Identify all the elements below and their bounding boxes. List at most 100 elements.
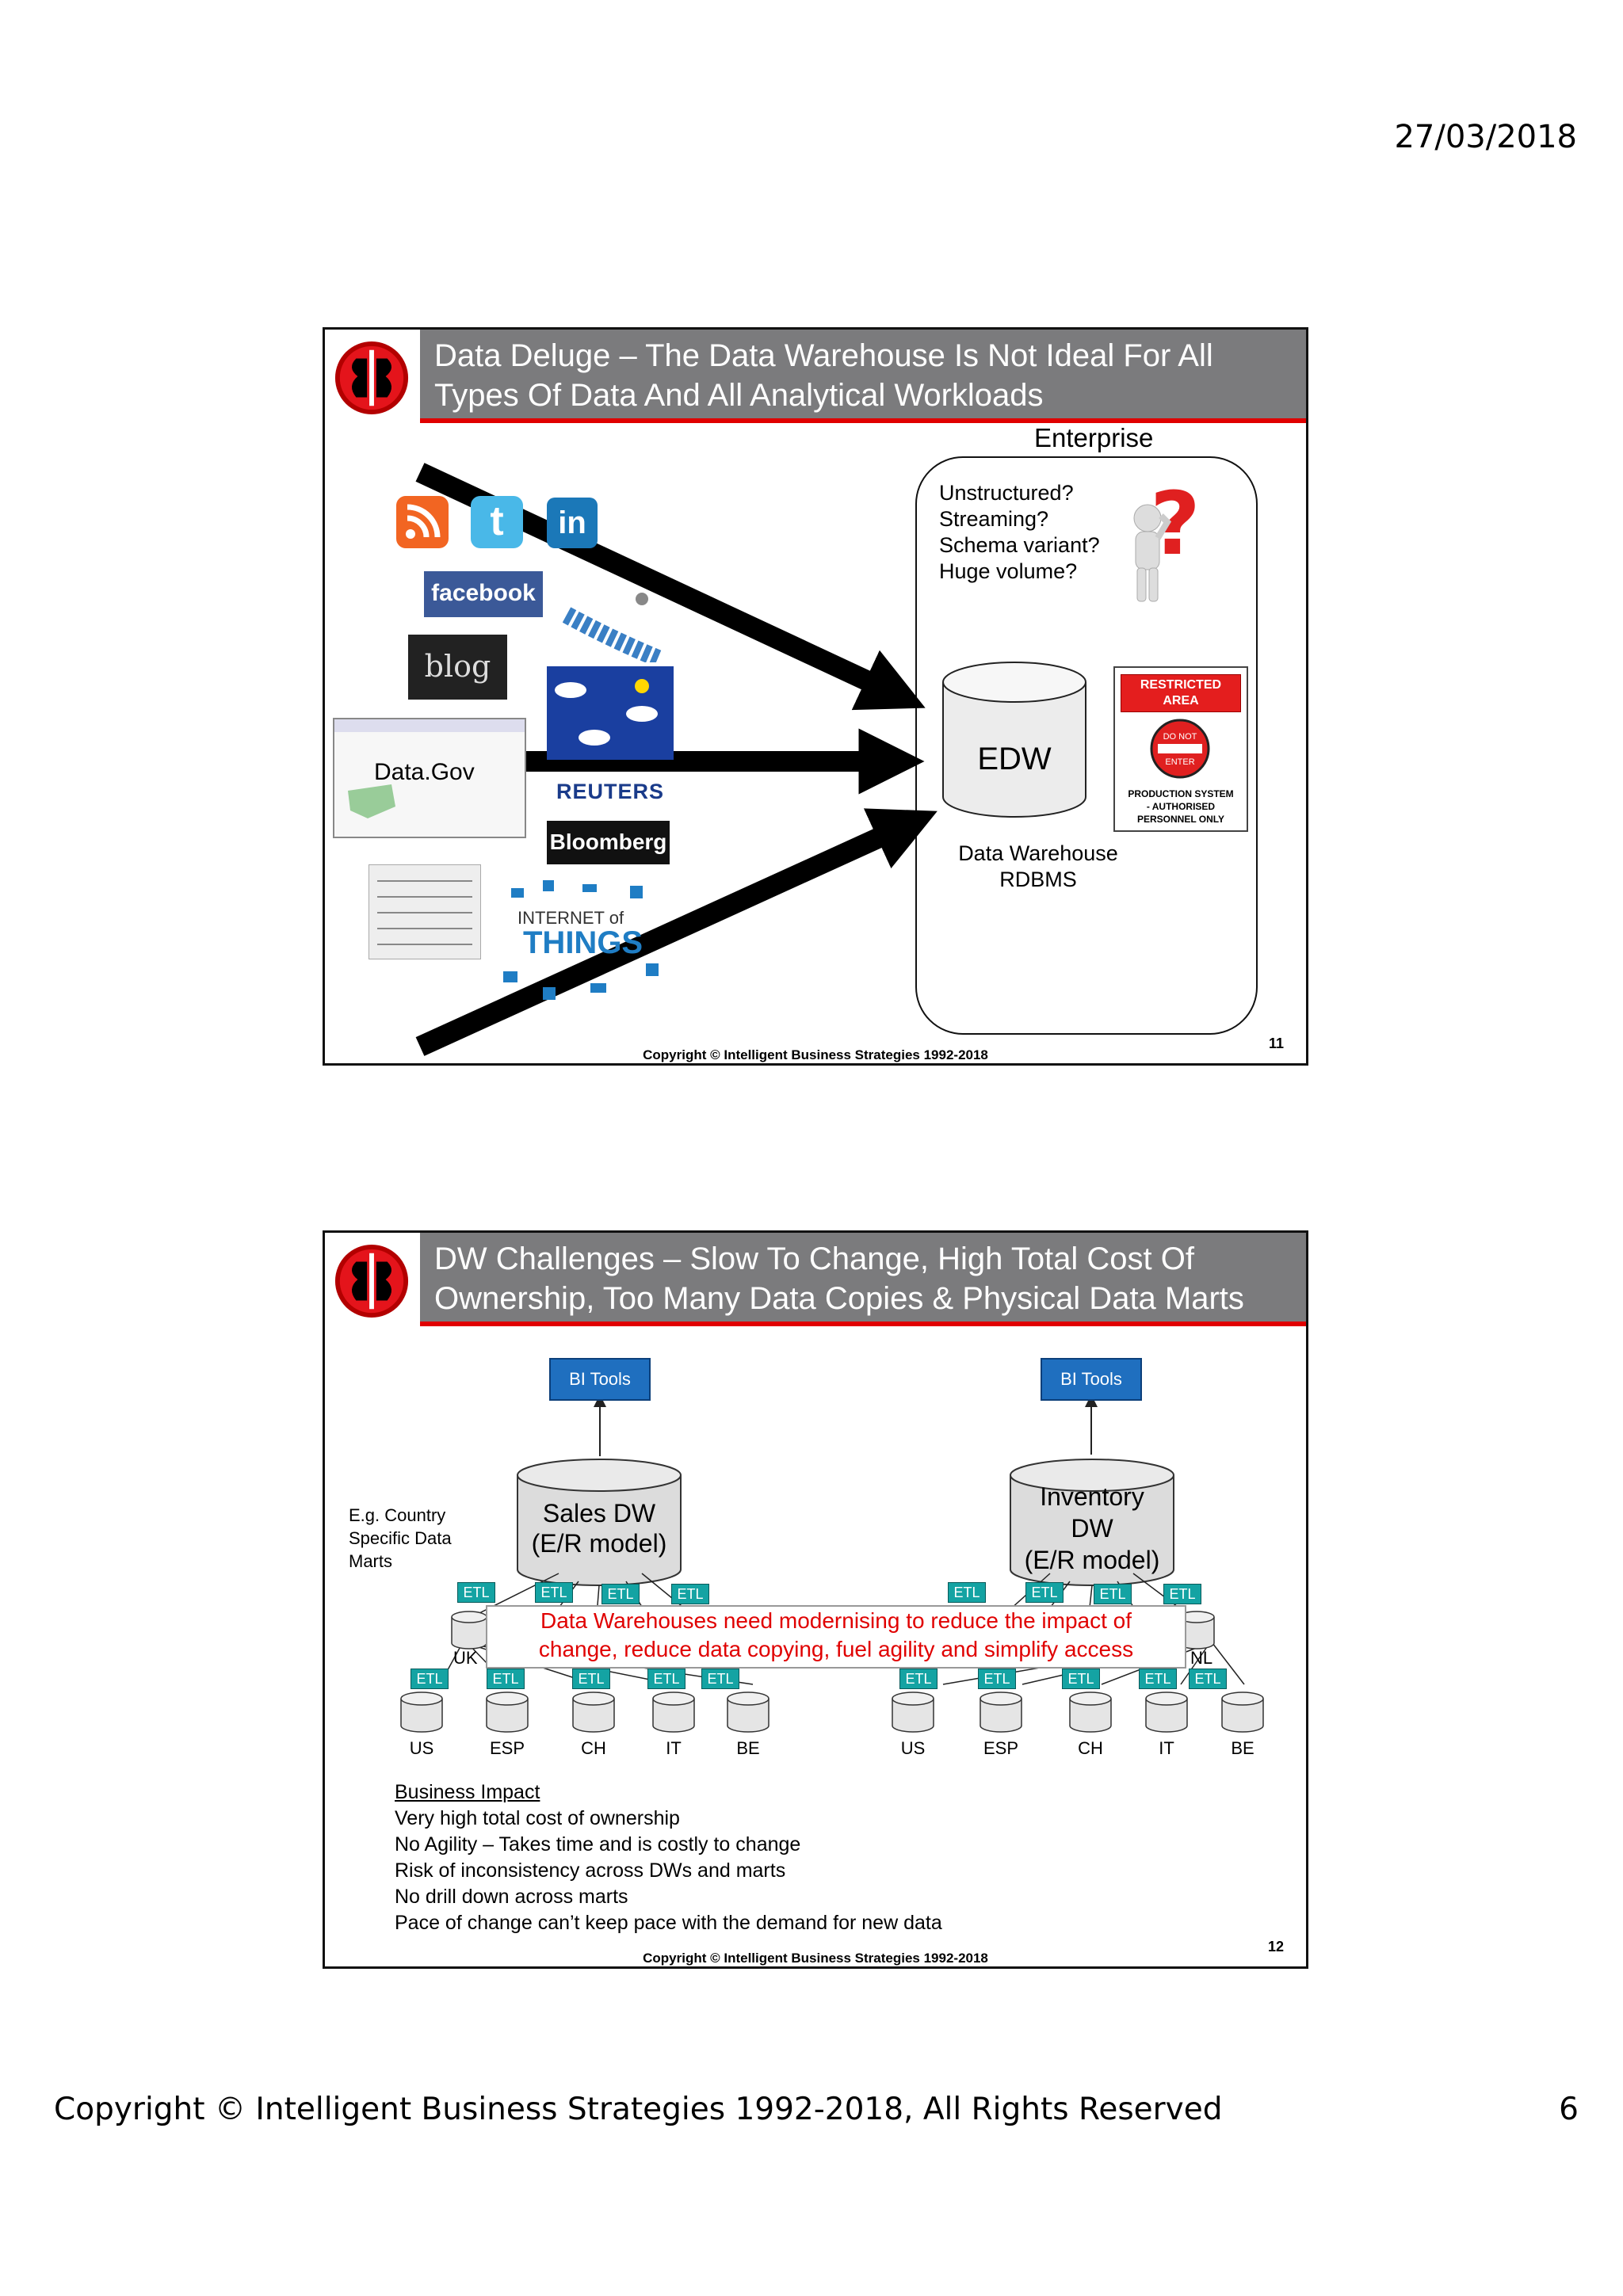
edw-database-icon xyxy=(942,662,1086,818)
linkedin-icon: in xyxy=(547,498,598,548)
slide-title-line: Data Deluge – The Data Warehouse Is Not … xyxy=(434,338,1213,373)
country-marts-note: E.g. Country Specific Data Marts xyxy=(349,1504,452,1573)
business-impact-item: Pace of change can’t keep pace with the … xyxy=(395,1912,942,1934)
inventory-dw-label-line: (E/R model) xyxy=(1024,1546,1160,1574)
bi-tools-box-sales: BI Tools xyxy=(549,1358,651,1401)
business-impact-list: Business Impact Very high total cost of … xyxy=(395,1779,942,1936)
slide-title-line: DW Challenges – Slow To Change, High Tot… xyxy=(434,1241,1195,1276)
etl-badge: ETL xyxy=(1062,1669,1100,1689)
sales-dw-label-line: Sales DW xyxy=(542,1499,656,1527)
blog-image: blog xyxy=(408,635,507,700)
bi-tools-box-inventory: BI Tools xyxy=(1041,1358,1142,1401)
etl-badge: ETL xyxy=(899,1669,938,1689)
country-marts-note-line: E.g. Country xyxy=(349,1505,446,1525)
etl-badge: ETL xyxy=(1189,1669,1227,1689)
slide-copyright: Copyright © Intelligent Business Strateg… xyxy=(643,1951,988,1966)
page-date: 27/03/2018 xyxy=(1394,119,1577,155)
country-label: ESP xyxy=(983,1738,1019,1758)
internet-of-things-image: INTERNET of THINGS xyxy=(495,876,678,1011)
etl-badge: ETL xyxy=(671,1584,709,1604)
restricted-area-sign: RESTRICTED AREA DO NOT ENTER PRODUCTION … xyxy=(1113,666,1248,832)
edw-label: EDW xyxy=(977,742,1052,776)
business-impact-item: Risk of inconsistency across DWs and mar… xyxy=(395,1859,786,1882)
etl-badge: ETL xyxy=(411,1669,449,1689)
ibs-logo-icon xyxy=(334,341,409,415)
slide-title-line: Ownership, Too Many Data Copies & Physic… xyxy=(434,1281,1244,1316)
country-label: IT xyxy=(666,1738,682,1758)
etl-badge: ETL xyxy=(1094,1584,1132,1604)
country-marts-note-line: Marts xyxy=(349,1551,392,1571)
country-label: US xyxy=(900,1738,926,1758)
etl-badge: ETL xyxy=(948,1582,986,1603)
slide-title-line: Types Of Data And All Analytical Workloa… xyxy=(434,378,1044,413)
business-impact-item: No drill down across marts xyxy=(395,1886,628,1908)
question-item: Schema variant? xyxy=(939,533,1100,557)
nl-mart-label: NL xyxy=(1190,1648,1213,1668)
slide-data-deluge: Data Deluge – The Data Warehouse Is Not … xyxy=(323,327,1308,1066)
slide-title: Data Deluge – The Data Warehouse Is Not … xyxy=(434,336,1290,415)
thinking-person-icon: ? xyxy=(1133,475,1201,602)
country-mart-database-icons-left xyxy=(400,1691,769,1733)
slide-copyright: Copyright © Intelligent Business Strateg… xyxy=(643,1047,988,1062)
restricted-area-heading: RESTRICTED AREA xyxy=(1121,674,1241,712)
do-not-enter-icon: DO NOT ENTER xyxy=(1150,719,1210,779)
inventory-dw-label-line: DW xyxy=(1071,1514,1113,1543)
slide-number: 12 xyxy=(1267,1939,1284,1955)
country-label: IT xyxy=(1159,1738,1174,1758)
question-item: Unstructured? xyxy=(939,481,1074,505)
dw-caption-line: RDBMS xyxy=(999,868,1077,891)
etl-badge: ETL xyxy=(535,1582,573,1603)
reuters-logo: REUTERS xyxy=(556,780,665,803)
country-label: BE xyxy=(736,1738,760,1758)
data-gov-header xyxy=(334,719,525,732)
data-gov-label: Data.Gov xyxy=(374,759,475,785)
arrow-bottom xyxy=(415,808,938,1056)
nl-mart-database-icon xyxy=(1178,1611,1215,1650)
sales-dw-label: Sales DW (E/R model) xyxy=(517,1498,681,1558)
restricted-notice-line: PRODUCTION SYSTEM xyxy=(1128,788,1234,799)
dw-architecture-diagram xyxy=(400,1394,1264,1733)
iot-text: INTERNET of xyxy=(517,908,624,928)
country-label: CH xyxy=(1078,1738,1103,1758)
enterprise-label: Enterprise xyxy=(1034,423,1154,452)
etl-badge: ETL xyxy=(701,1669,739,1689)
business-impact-item: Very high total cost of ownership xyxy=(395,1807,680,1829)
etl-badge: ETL xyxy=(1025,1582,1064,1603)
iot-text: THINGS xyxy=(523,925,643,960)
etl-badge: ETL xyxy=(647,1669,685,1689)
dw-caption: Data Warehouse RDBMS xyxy=(911,841,1165,893)
etl-badge: ETL xyxy=(1163,1584,1201,1604)
callout-line: Data Warehouses need modernising to redu… xyxy=(540,1608,1132,1633)
do-not-enter-text: ENTER xyxy=(1165,757,1194,767)
page-footer: Copyright © Intelligent Business Strateg… xyxy=(54,2092,1223,2127)
inventory-dw-label: Inventory DW (E/R model) xyxy=(1010,1481,1174,1576)
etl-badge: ETL xyxy=(457,1582,495,1603)
slide-dw-challenges: DW Challenges – Slow To Change, High Tot… xyxy=(323,1230,1308,1969)
etl-badge: ETL xyxy=(572,1669,610,1689)
country-marts-note-line: Specific Data xyxy=(349,1528,452,1548)
ibs-logo-icon xyxy=(334,1244,409,1318)
social-network-icon xyxy=(563,593,662,662)
question-item: Streaming? xyxy=(939,507,1049,531)
country-label: ESP xyxy=(489,1738,525,1758)
etl-badge: ETL xyxy=(487,1669,525,1689)
uk-mart-label: UK xyxy=(453,1648,478,1668)
etl-badge: ETL xyxy=(601,1584,640,1604)
restricted-notice-line: PERSONNEL ONLY xyxy=(1136,814,1225,825)
business-impact-heading: Business Impact xyxy=(395,1781,540,1803)
country-label: US xyxy=(409,1738,434,1758)
slide-title: DW Challenges – Slow To Change, High Tot… xyxy=(434,1239,1290,1318)
newspapers-image xyxy=(369,864,481,959)
callout-line: change, reduce data copying, fuel agilit… xyxy=(538,1637,1134,1661)
bloomberg-logo: Bloomberg xyxy=(547,821,670,864)
restricted-area-notice: PRODUCTION SYSTEM - AUTHORISED PERSONNEL… xyxy=(1117,788,1245,826)
page-number: 6 xyxy=(1559,2092,1579,2127)
do-not-enter-text: DO NOT xyxy=(1163,732,1197,742)
data-gov-screenshot: Data.Gov xyxy=(333,718,526,838)
inventory-dw-database-icon xyxy=(1010,1459,1174,1586)
country-label: CH xyxy=(581,1738,606,1758)
uk-mart-database-icon xyxy=(451,1611,487,1650)
rss-icon xyxy=(396,496,449,548)
etl-badge: ETL xyxy=(1139,1669,1177,1689)
slide-title-bar xyxy=(420,1233,1306,1326)
